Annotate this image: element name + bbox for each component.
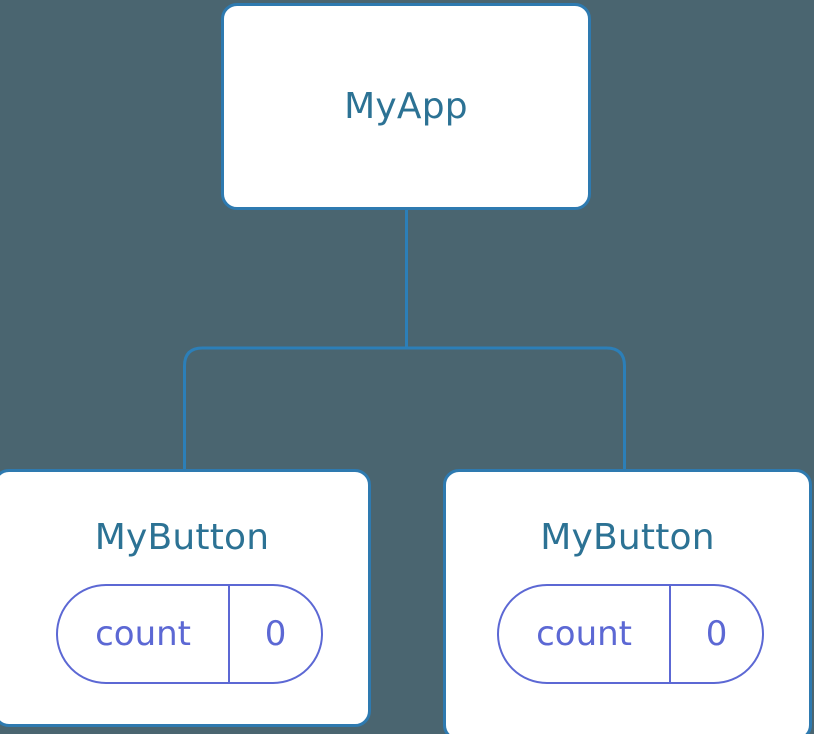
state-key: count [58,586,231,682]
state-key: count [499,586,672,682]
node-myapp[interactable]: MyApp [221,3,591,210]
connector-branch-bar [183,346,626,470]
node-title: MyButton [94,517,270,558]
state-value: 0 [264,614,287,654]
state-pill-count[interactable]: count 0 [497,584,764,684]
node-mybutton-1[interactable]: MyButton count 0 [443,469,812,734]
node-title: MyButton [540,517,715,558]
node-title: MyApp [344,85,468,127]
state-pill-count[interactable]: count 0 [56,584,323,684]
node-mybutton-0[interactable]: MyButton count 0 [0,469,371,727]
state-value: 0 [705,614,728,654]
